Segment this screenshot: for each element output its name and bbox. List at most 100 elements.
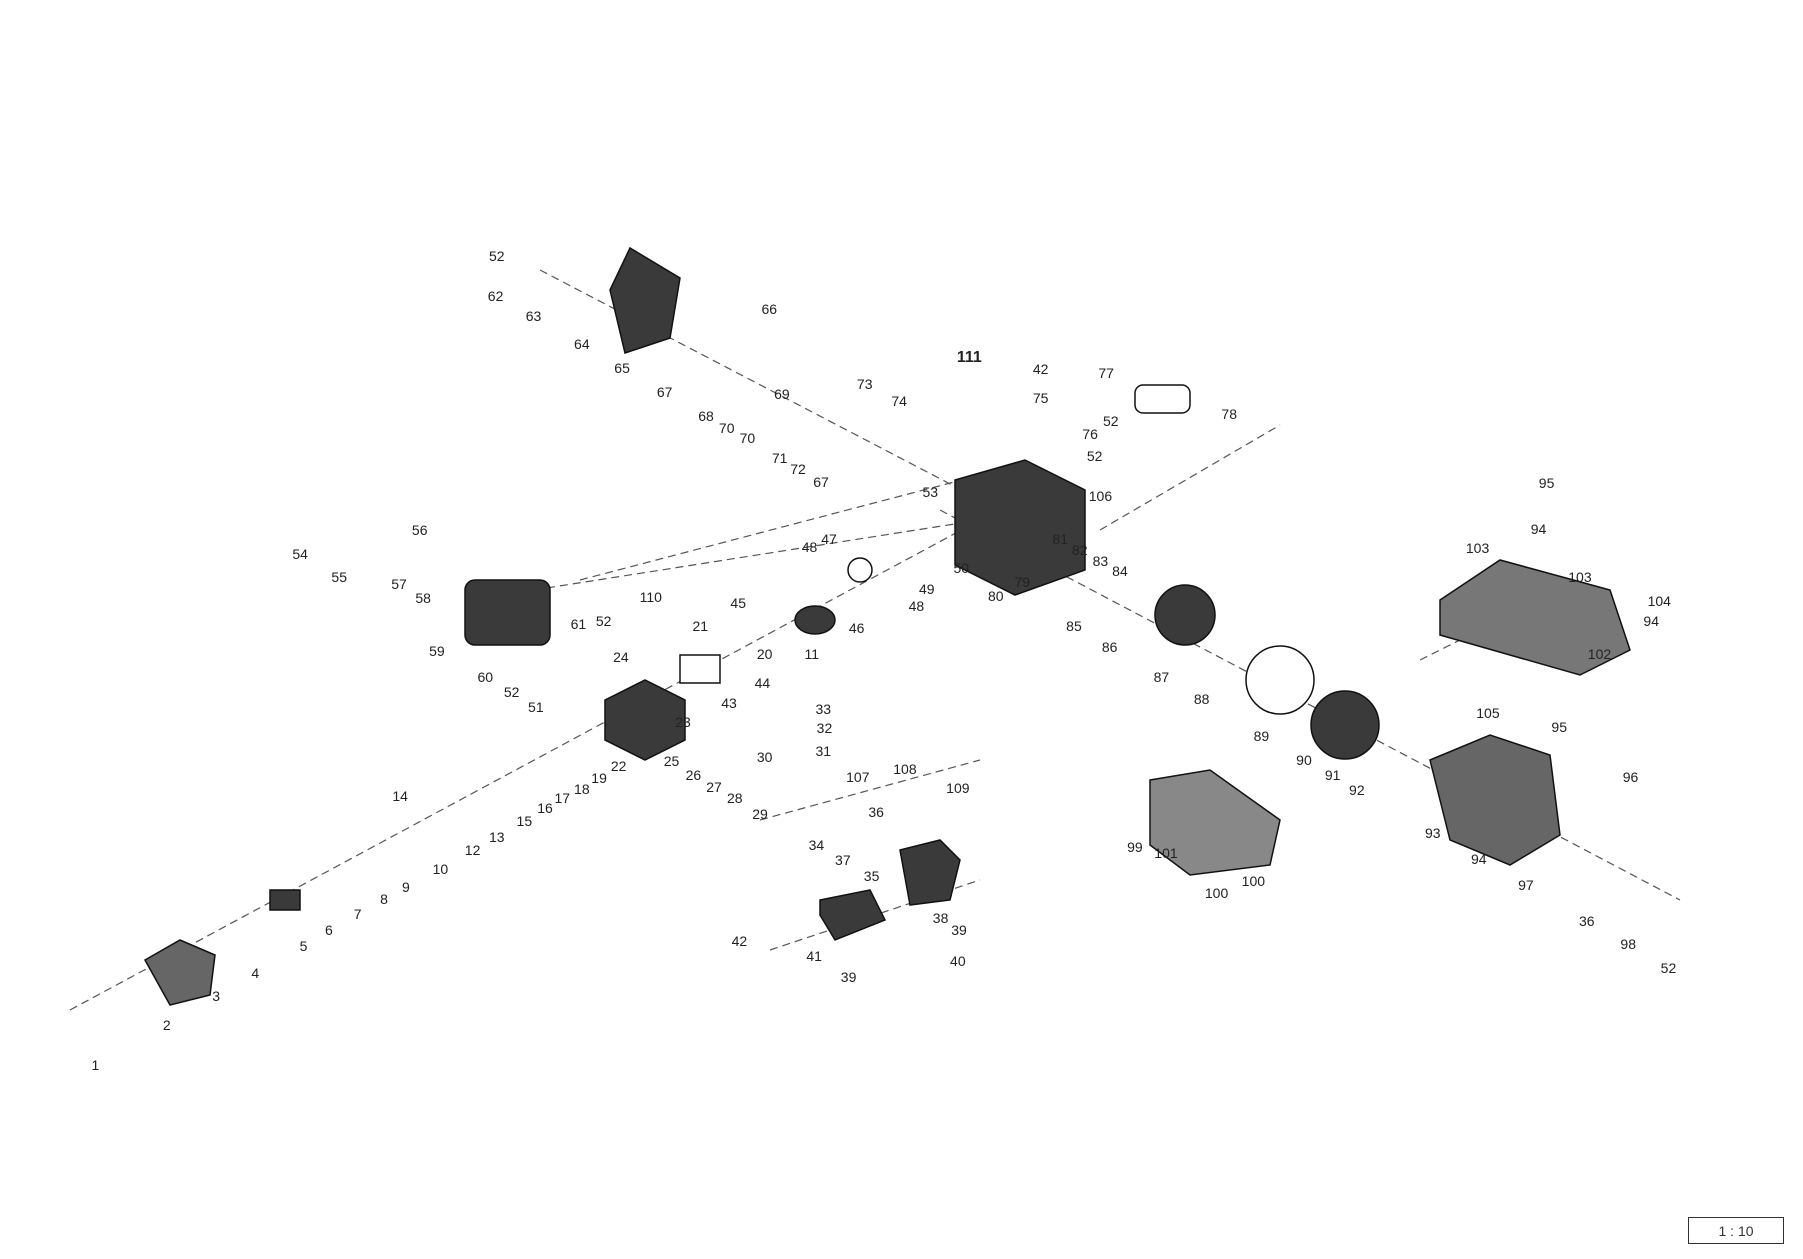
part-callout-76: 76 [1082, 425, 1098, 442]
part-callout-32: 32 [816, 719, 833, 736]
part-callout-37: 37 [835, 852, 851, 869]
part-callout-93: 93 [1424, 824, 1441, 841]
part-callout-4: 4 [251, 964, 260, 981]
part-callout-59: 59 [429, 642, 445, 659]
end-cover-part [143, 939, 216, 1006]
part-callout-44: 44 [754, 675, 771, 692]
part-callout-38: 38 [932, 909, 949, 926]
part-callout-35: 35 [863, 868, 880, 885]
gasket-part [679, 654, 721, 684]
part-callout-51: 51 [528, 699, 544, 716]
part-callout-5: 5 [299, 938, 308, 955]
part-callout-63: 63 [525, 308, 542, 325]
part-callout-81: 81 [1052, 531, 1068, 548]
part-callout-52: 52 [488, 248, 505, 265]
part-callout-11: 11 [804, 646, 820, 663]
part-callout-106: 106 [1088, 487, 1113, 504]
part-callout-94: 94 [1643, 612, 1659, 629]
crankcase-part [954, 459, 1086, 596]
part-callout-55: 55 [331, 569, 347, 586]
part-callout-88: 88 [1193, 691, 1210, 708]
part-callout-102: 102 [1587, 646, 1612, 663]
part-callout-98: 98 [1620, 936, 1637, 953]
part-callout-29: 29 [752, 806, 768, 823]
part-callout-70: 70 [739, 430, 756, 447]
part-callout-16: 16 [537, 800, 553, 817]
muffler-part [819, 889, 887, 941]
part-callout-57: 57 [391, 576, 407, 593]
part-callout-72: 72 [790, 461, 806, 478]
part-callout-91: 91 [1324, 767, 1341, 783]
part-callout-80: 80 [987, 587, 1004, 604]
part-callout-45: 45 [730, 594, 746, 611]
part-callout-108: 108 [893, 761, 917, 778]
part-callout-7: 7 [353, 906, 362, 923]
part-callout-2: 2 [162, 1016, 171, 1033]
top-cover-part [1439, 559, 1631, 676]
part-callout-90: 90 [1296, 752, 1312, 769]
part-callout-53: 53 [922, 484, 939, 501]
part-callout-62: 62 [487, 287, 504, 304]
part-callout-48: 48 [801, 539, 818, 556]
part-callout-52: 52 [1660, 960, 1677, 977]
part-callout-8: 8 [380, 891, 388, 908]
part-callout-67: 67 [656, 384, 673, 401]
part-callout-73: 73 [856, 376, 873, 393]
part-callout-52: 52 [595, 612, 612, 629]
part-callout-105: 105 [1476, 704, 1500, 721]
part-callout-47: 47 [821, 531, 837, 548]
part-callout-85: 85 [1066, 617, 1082, 634]
part-callout-6: 6 [324, 922, 333, 939]
spring-part [794, 605, 836, 635]
part-shapes [143, 246, 1631, 1006]
part-callout-27: 27 [706, 778, 722, 795]
part-callout-13: 13 [488, 829, 505, 846]
part-callout-26: 26 [685, 767, 702, 783]
part-callout-22: 22 [610, 757, 627, 774]
base-tray-part [1149, 769, 1281, 876]
part-callout-66: 66 [761, 301, 778, 318]
flywheel-part [1245, 645, 1315, 715]
part-callout-50: 50 [953, 560, 970, 577]
part-callout-14: 14 [392, 787, 408, 804]
part-callout-79: 79 [1014, 573, 1031, 590]
part-callout-43: 43 [721, 694, 737, 711]
part-callout-111: 111 [956, 348, 982, 366]
part-callout-9: 9 [401, 878, 410, 895]
part-callout-15: 15 [516, 813, 533, 829]
part-callout-18: 18 [574, 780, 590, 797]
part-callout-60: 60 [477, 669, 494, 686]
part-callout-49: 49 [919, 580, 935, 597]
part-callout-64: 64 [574, 335, 590, 352]
part-callout-3: 3 [212, 987, 221, 1004]
part-callout-70: 70 [718, 419, 735, 436]
part-callout-94: 94 [1470, 850, 1487, 867]
part-callout-61: 61 [570, 616, 587, 633]
part-callout-52: 52 [1102, 412, 1119, 429]
part-callout-104: 104 [1647, 593, 1671, 610]
part-callout-94: 94 [1530, 520, 1547, 537]
part-callout-42: 42 [731, 932, 748, 949]
part-callout-103: 103 [1568, 569, 1592, 586]
part-callout-107: 107 [846, 769, 870, 786]
part-callout-89: 89 [1253, 727, 1270, 744]
part-callout-40: 40 [950, 953, 966, 970]
rotor-part [1154, 584, 1216, 646]
carburetor-part [899, 839, 961, 906]
fan-housing-part [1429, 734, 1561, 866]
side-cover-part [609, 246, 681, 354]
part-callout-67: 67 [813, 473, 829, 490]
part-callout-52: 52 [503, 684, 520, 701]
part-callout-71: 71 [771, 449, 788, 466]
part-callout-78: 78 [1221, 405, 1237, 422]
part-callout-21: 21 [692, 617, 709, 634]
part-callout-39: 39 [951, 922, 967, 939]
part-callout-1: 1 [91, 1056, 100, 1073]
part-callout-95: 95 [1551, 718, 1568, 735]
part-callout-17: 17 [554, 790, 571, 806]
part-callout-34: 34 [808, 837, 825, 854]
part-callout-56: 56 [411, 522, 428, 539]
scale-indicator: 1 : 10 [1688, 1217, 1784, 1244]
